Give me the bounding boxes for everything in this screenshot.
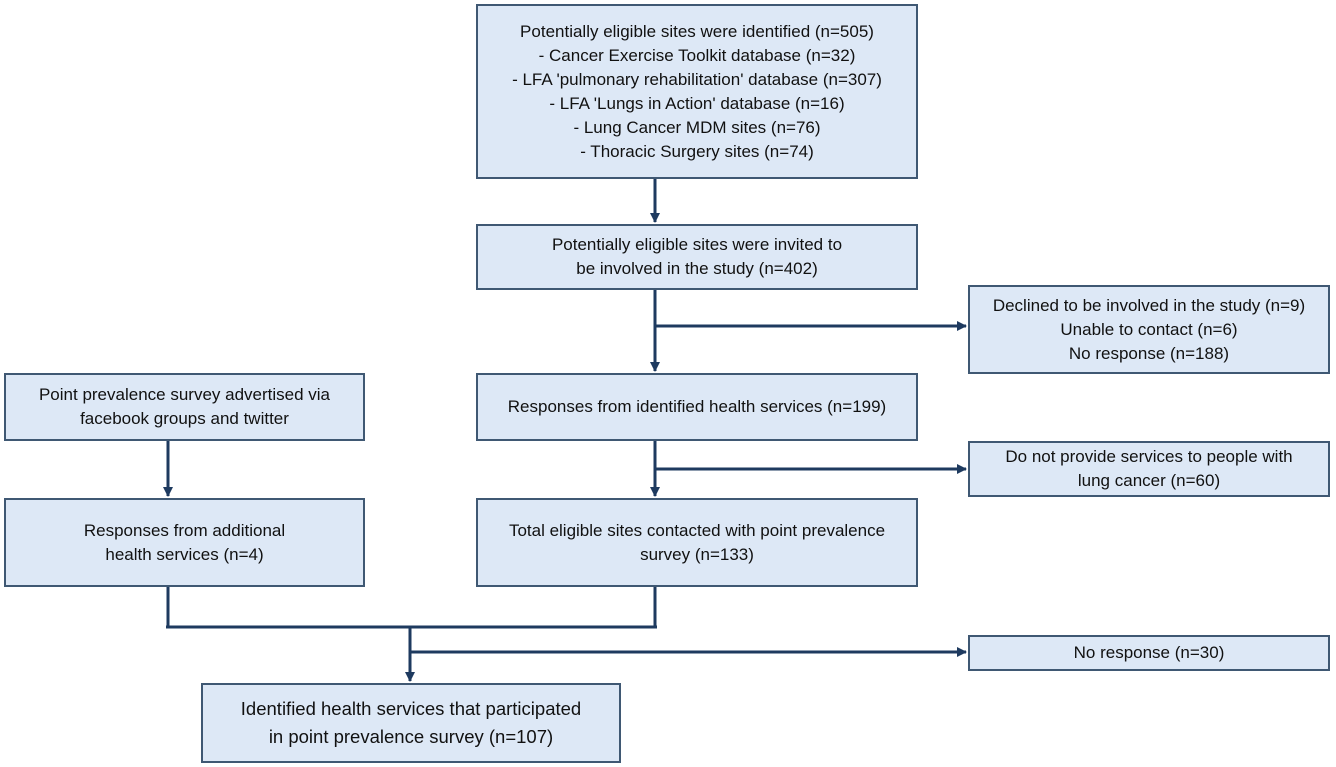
text-line: be involved in the study (n=402)	[576, 259, 818, 278]
text-line: Potentially eligible sites were invited …	[551, 235, 843, 254]
text-line: Do not provide services to people with	[1005, 447, 1293, 466]
text-line: lung cancer (n=60)	[1077, 471, 1221, 490]
box-sites-identified: Potentially eligible sites were identifi…	[476, 4, 918, 179]
box-participated: Identified health services that particip…	[201, 683, 621, 763]
text-line: Unable to contact (n=6)	[1060, 319, 1238, 339]
box-survey-advertised: Point prevalence survey advertised via f…	[4, 373, 365, 441]
text-line: - Thoracic Surgery sites (n=74)	[580, 141, 814, 161]
text-line: in point prevalence survey (n=107)	[268, 726, 554, 747]
text-line: Potentially eligible sites were identifi…	[520, 21, 874, 41]
text-line: - LFA 'pulmonary rehabilitation' databas…	[512, 69, 882, 89]
box-responses-additional: Responses from additional health service…	[4, 498, 365, 587]
text-line: health services (n=4)	[105, 544, 264, 564]
box-responses-identified: Responses from identified health service…	[476, 373, 918, 441]
text-line: Responses from additional	[83, 520, 286, 540]
box-excluded-no-services: Do not provide services to people with l…	[968, 441, 1330, 497]
text-line: survey (n=133)	[640, 544, 754, 564]
text-line: Point prevalence survey advertised via	[38, 385, 331, 404]
box-excluded-no-response: No response (n=30)	[968, 635, 1330, 671]
text-line: - Cancer Exercise Toolkit database (n=32…	[538, 45, 856, 65]
box-total-contacted: Total eligible sites contacted with poin…	[476, 498, 918, 587]
text-line: facebook groups and twitter	[80, 409, 289, 428]
text-line: - LFA 'Lungs in Action' database (n=16)	[549, 93, 845, 113]
box-sites-invited: Potentially eligible sites were invited …	[476, 224, 918, 290]
box-excluded-declined: Declined to be involved in the study (n=…	[968, 285, 1330, 374]
text-line: - Lung Cancer MDM sites (n=76)	[573, 117, 821, 137]
text-line: Responses from identified health service…	[507, 397, 887, 416]
text-line: No response (n=188)	[1068, 343, 1230, 363]
text-line: No response (n=30)	[1073, 643, 1225, 662]
text-line: Total eligible sites contacted with poin…	[508, 520, 886, 540]
text-line: Identified health services that particip…	[240, 698, 582, 719]
text-line: Declined to be involved in the study (n=…	[992, 295, 1306, 315]
